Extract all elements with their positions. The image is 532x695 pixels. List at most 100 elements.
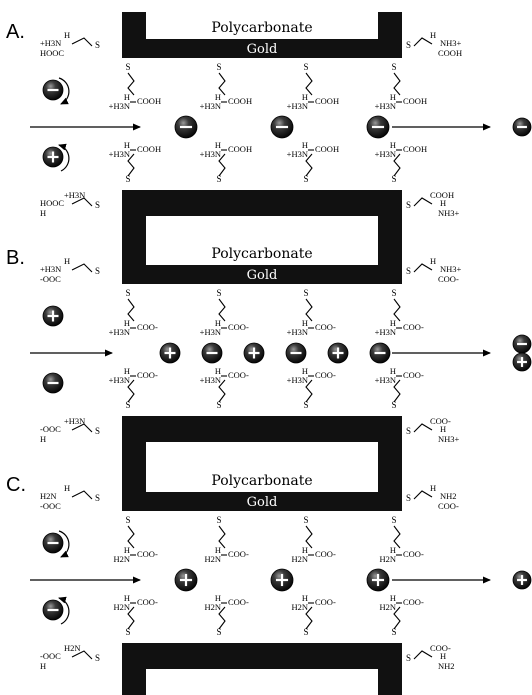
carbon-chain-bond (393, 298, 401, 322)
amine-label: +H3N (109, 101, 130, 111)
amine-label: +H3N (109, 149, 130, 159)
corner-acid-label: COOH (438, 48, 462, 58)
corner-sulfur-label: S (95, 40, 100, 50)
amine-label: +H3N (200, 101, 221, 111)
acid-label: COO- (315, 597, 336, 607)
acid-label: COO- (403, 322, 424, 332)
corner-hydrogen-label: H2N (64, 643, 81, 653)
amine-label: H2N (291, 554, 308, 564)
gold-layer-bottom (122, 643, 402, 669)
rotation-arrow-top (58, 530, 70, 558)
carbon-chain-bond (218, 379, 226, 403)
hydrogen-label: H (390, 545, 396, 555)
pore-ion-3 (285, 342, 307, 364)
corner-sulfur-label: S (406, 200, 411, 210)
pore-wall-left-bottom (122, 416, 146, 468)
acid-label: COO- (315, 322, 336, 332)
hydrogen-label: H (390, 92, 396, 102)
gold-label: Gold (247, 495, 278, 510)
pore-ion-2 (366, 568, 390, 592)
corner-amine-label: NH3+ (440, 38, 462, 48)
pore-ion-0 (159, 342, 181, 364)
outside-ion-top (42, 532, 64, 554)
carbon-chain-bond (305, 153, 313, 177)
hydrogen-label: H (302, 140, 308, 150)
hydrogen-label: H (215, 545, 221, 555)
pore-ion-1 (270, 568, 294, 592)
sulfur-label: S (391, 174, 396, 184)
panel-label: B. (6, 247, 25, 269)
hydrogen-label: H (124, 366, 130, 376)
corner-amine-label: NH2 (440, 491, 457, 501)
hydrogen-label: H (124, 92, 130, 102)
amine-label: +H3N (200, 327, 221, 337)
corner-acid-label: HOOC (40, 48, 64, 58)
gold-layer-bottom (122, 416, 402, 442)
carbon-chain-bond (305, 606, 313, 630)
gold-label: Gold (247, 42, 278, 57)
corner-hydrogen-label: +H3N (64, 190, 85, 200)
pore-wall-right-bottom (378, 643, 402, 695)
hydrogen-label: H (302, 366, 308, 376)
corner-sulfur-label: S (406, 426, 411, 436)
carbon-chain-bond (393, 606, 401, 630)
corner-amine-label: H2N (40, 491, 57, 501)
corner-sulfur-label: S (95, 266, 100, 276)
corner-hydrogen-label: H (64, 483, 70, 493)
pore-wall-left-bottom (122, 190, 146, 242)
pore-wall-right-bottom (378, 416, 402, 468)
carbon-chain-bond (393, 379, 401, 403)
corner-hydrogen-label: H (64, 256, 70, 266)
carbon-chain-bond (305, 525, 313, 549)
corner-hydrogen-label: COO- (430, 416, 451, 426)
corner-bond (71, 263, 93, 273)
carbon-chain-bond (127, 153, 135, 177)
corner-hydrogen-label: +H3N (64, 416, 85, 426)
amine-label: +H3N (375, 149, 396, 159)
acid-label: COO- (315, 549, 336, 559)
corner-bond (71, 197, 93, 207)
carbon-chain-bond (393, 153, 401, 177)
amine-label: +H3N (109, 375, 130, 385)
carbon-chain-bond (218, 153, 226, 177)
sulfur-label: S (391, 627, 396, 637)
acid-label: COO- (403, 370, 424, 380)
corner-bond (71, 37, 93, 47)
carbon-chain-bond (305, 298, 313, 322)
acid-label: COO- (137, 322, 158, 332)
carbon-chain-bond (218, 606, 226, 630)
amine-label: H2N (204, 602, 221, 612)
corner-sulfur-label: S (95, 653, 100, 663)
sulfur-label: S (216, 627, 221, 637)
carbon-chain-bond (218, 525, 226, 549)
panel-label: C. (6, 474, 26, 496)
acid-label: COO- (228, 549, 249, 559)
amine-label: +H3N (109, 327, 130, 337)
corner-amine-label: +H3N (40, 264, 61, 274)
hydrogen-label: H (215, 593, 221, 603)
sulfur-label: S (303, 174, 308, 184)
acid-label: COOH (315, 96, 339, 106)
amine-label: H2N (291, 602, 308, 612)
pore-ion-4 (327, 342, 349, 364)
carbon-chain-bond (218, 298, 226, 322)
hydrogen-label: H (302, 92, 308, 102)
corner-acid-label: H (40, 434, 46, 444)
amine-label: +H3N (287, 149, 308, 159)
hydrogen-label: H (302, 318, 308, 328)
sulfur-label: S (125, 627, 130, 637)
pore-wall-left-top (122, 465, 146, 511)
corner-acid-label: COO- (438, 274, 459, 284)
hydrogen-label: H (390, 593, 396, 603)
